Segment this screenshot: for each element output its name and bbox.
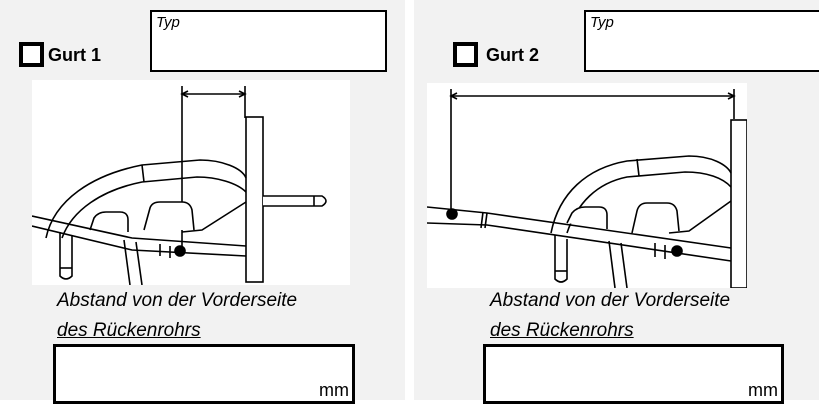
gurt-2-distance-field[interactable]: mm	[483, 344, 784, 404]
gurt-1-checkbox[interactable]	[19, 42, 44, 67]
gurt-1-caption-line1: Abstand von der Vorderseite	[57, 290, 298, 311]
gurt-1-caption-line2: des Rückenrohrs	[57, 320, 201, 341]
gurt-2-caption-line1: Abstand von der Vorderseite	[490, 290, 731, 311]
gurt-1-unit: mm	[319, 380, 349, 400]
gurt-2-title: Gurt 2	[486, 45, 540, 65]
gurt-1-typ-label: Typ	[156, 14, 180, 31]
gurt-2-unit: mm	[748, 380, 778, 400]
gurt-1-diagram	[32, 80, 350, 285]
gurt-2-diagram	[427, 83, 747, 288]
belt-form-2: Gurt 2 Typ	[414, 0, 819, 404]
gurt-2-typ-label: Typ	[590, 14, 614, 31]
gurt-2-caption: Abstand von der Vorderseite des Rückenro…	[490, 286, 730, 346]
belt-form-1: Gurt 1 Typ	[0, 0, 405, 404]
gurt-2-caption-line2: des Rückenrohrs	[490, 320, 634, 341]
gurt-2-checkbox[interactable]	[453, 42, 478, 67]
gurt-1-typ-field[interactable]: Typ	[150, 10, 387, 72]
gurt-1-caption: Abstand von der Vorderseite des Rückenro…	[57, 286, 297, 346]
gurt-1-title: Gurt 1	[48, 45, 102, 65]
gurt-2-typ-field[interactable]: Typ	[584, 10, 819, 72]
gurt-1-distance-field[interactable]: mm	[53, 344, 355, 404]
